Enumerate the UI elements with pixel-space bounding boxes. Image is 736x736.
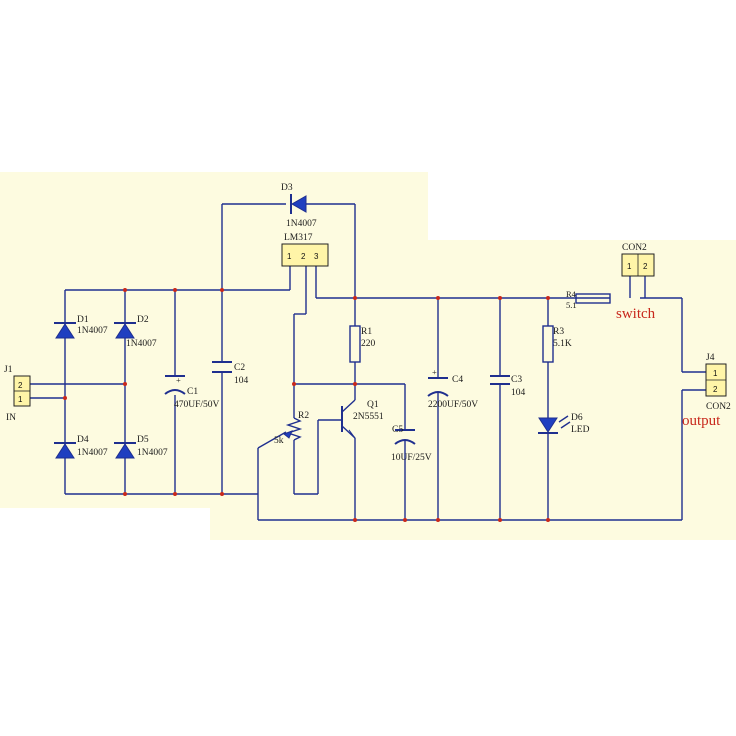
j1-connector: J1 2 1 IN	[4, 365, 31, 423]
diode-d5: D5 1N4007	[114, 435, 168, 459]
d6-part: LED	[571, 425, 590, 435]
capacitor-c1: + C1 470UF/50V	[164, 375, 220, 410]
j1-pin-1: 1	[18, 395, 23, 404]
lm317-ref: LM317	[284, 233, 313, 243]
j4-connector: J4 1 2 CON2 output	[682, 353, 731, 429]
output-annotation: output	[682, 413, 721, 429]
switch-annotation: switch	[616, 306, 656, 322]
d1-part: 1N4007	[77, 326, 108, 336]
lm317-pin-2: 2	[301, 252, 306, 261]
switch-con2-ref: CON2	[622, 243, 647, 253]
d5-part: 1N4007	[137, 448, 168, 458]
r4-value: 5.1	[566, 300, 577, 310]
c2-value: 104	[234, 376, 249, 386]
c5-ref: C5	[392, 425, 403, 435]
d4-part: 1N4007	[77, 448, 108, 458]
transistor-q1: Q1 2N5551	[341, 399, 384, 439]
c4-value: 2200UF/50V	[428, 400, 478, 410]
capacitor-c2: C2 104	[212, 361, 249, 386]
diode-d4: D4 1N4007	[54, 435, 108, 459]
d1-ref: D1	[77, 315, 89, 325]
d3-ref: D3	[281, 183, 293, 193]
resistor-r1: R1 220	[349, 325, 376, 363]
led-d6: D6 LED	[538, 413, 590, 435]
d3-part: 1N4007	[286, 219, 317, 229]
c5-value: 10UF/25V	[391, 453, 432, 463]
d5-ref: D5	[137, 435, 149, 445]
resistor-r4: R4 5.1	[566, 289, 611, 310]
resistor-r3: R3 5.1K	[542, 325, 572, 363]
r3-ref: R3	[553, 327, 564, 337]
switch-con2-pin-2: 2	[643, 262, 648, 271]
wires	[30, 203, 706, 521]
svg-text:+: +	[432, 367, 437, 377]
potentiometer-r2: R2 5k	[274, 411, 309, 446]
background-panel	[0, 172, 736, 540]
c1-value: 470UF/50V	[174, 400, 220, 410]
j1-pin-2: 2	[18, 381, 23, 390]
r3-value: 5.1K	[553, 339, 572, 349]
regulator-lm317: LM317 1 2 3	[281, 233, 329, 267]
j4-sub-ref: CON2	[706, 402, 731, 412]
diode-d2: D2 1N4007	[114, 315, 157, 349]
r1-ref: R1	[361, 327, 372, 337]
c3-value: 104	[511, 388, 526, 398]
c4-ref: C4	[452, 375, 463, 385]
junction-dots	[63, 288, 550, 522]
j1-label-in: IN	[6, 413, 16, 423]
j4-pin-1: 1	[713, 369, 718, 378]
diode-d1: D1 1N4007	[54, 315, 108, 339]
r4-ref: R4	[566, 289, 577, 299]
q1-ref: Q1	[367, 400, 379, 410]
capacitor-c4: + C4 2200UF/50V	[427, 367, 478, 410]
c1-ref: C1	[187, 387, 198, 397]
lm317-pin-3: 3	[314, 252, 319, 261]
q1-part: 2N5551	[353, 412, 384, 422]
switch-connector: CON2 1 2 switch	[616, 243, 656, 322]
capacitor-c3: C3 104	[490, 375, 526, 398]
d4-ref: D4	[77, 435, 89, 445]
d2-part: 1N4007	[126, 339, 157, 349]
c3-ref: C3	[511, 375, 522, 385]
lm317-pin-1: 1	[287, 252, 292, 261]
switch-con2-pin-1: 1	[627, 262, 632, 271]
capacitor-c5: C5 10UF/25V	[391, 425, 432, 463]
j4-pin-2: 2	[713, 385, 718, 394]
j4-ref: J4	[706, 353, 715, 363]
r1-value: 220	[361, 339, 376, 349]
diode-d3: D3 1N4007	[281, 183, 317, 229]
lm317-body	[281, 243, 329, 267]
d6-ref: D6	[571, 413, 583, 423]
svg-text:+: +	[176, 375, 181, 385]
schematic-background	[0, 172, 736, 540]
c2-ref: C2	[234, 363, 245, 373]
d2-ref: D2	[137, 315, 149, 325]
j1-ref: J1	[4, 365, 13, 375]
r2-ref: R2	[298, 411, 309, 421]
r2-value: 5k	[274, 436, 284, 446]
